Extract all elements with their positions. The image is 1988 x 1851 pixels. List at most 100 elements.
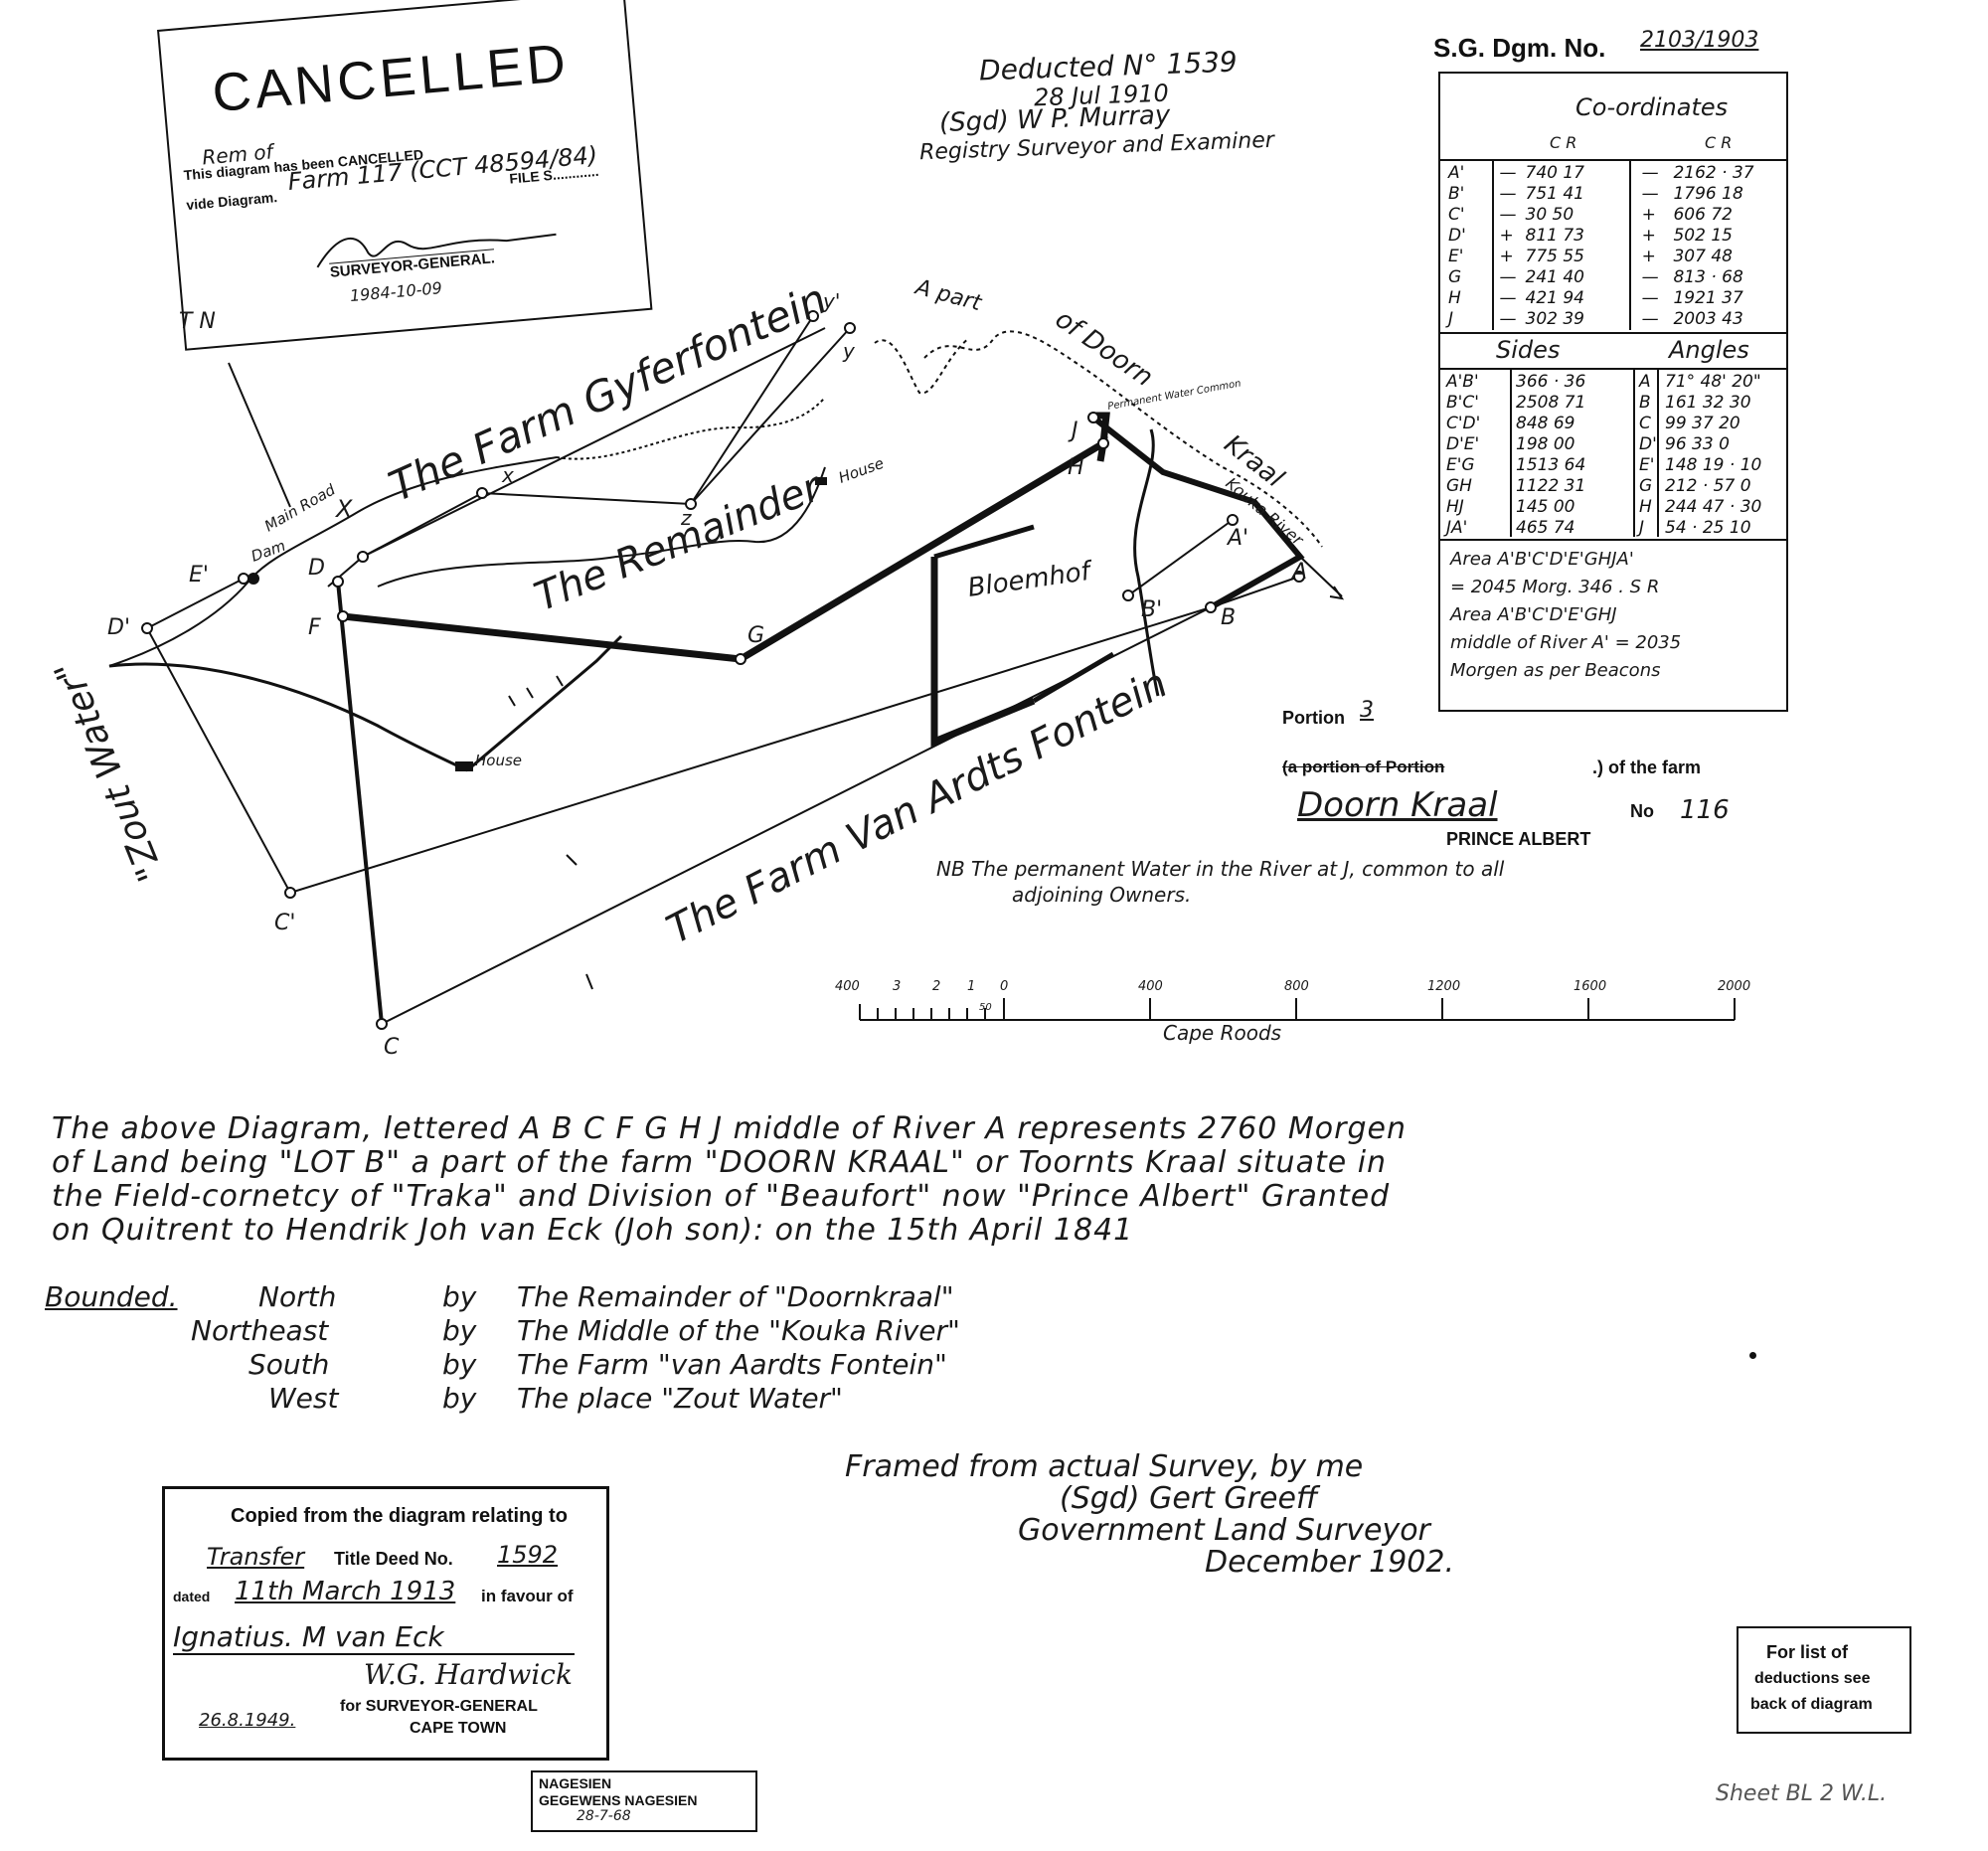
sides-cell-value: 145 00 bbox=[1516, 497, 1575, 517]
coord-cell-s2: — bbox=[1641, 309, 1659, 329]
coord-cell-s2: + bbox=[1641, 247, 1656, 266]
scale-tick-7: 1200 bbox=[1427, 979, 1460, 994]
sides-cell-value: 366 · 36 bbox=[1516, 372, 1586, 392]
sides-cell-value: 1513 64 bbox=[1516, 455, 1586, 475]
coord-col2: C R bbox=[1705, 133, 1733, 152]
label-pt-Ep: E' bbox=[189, 563, 209, 588]
coord-cell-v1: 811 73 bbox=[1525, 226, 1584, 246]
coord-cell-pt: C' bbox=[1448, 205, 1465, 225]
scale-tick-0: 400 bbox=[835, 979, 860, 994]
coord-row: A'—740 17—2162 · 37 bbox=[1444, 163, 1786, 184]
coord-cell-s2: — bbox=[1641, 288, 1659, 308]
coordinates-panel: Co-ordinates C R C R A'—740 17—2162 · 37… bbox=[1438, 72, 1788, 712]
scale-tick-4: 0 bbox=[1000, 979, 1008, 994]
copied-date: 26.8.1949. bbox=[199, 1710, 296, 1731]
label-perm-water: Permanent Water Common bbox=[1107, 379, 1242, 413]
bloemhof-diag bbox=[1127, 519, 1234, 596]
sides-cell-angle: 212 · 57 0 bbox=[1665, 476, 1751, 496]
area-line5: Morgen as per Beacons bbox=[1450, 660, 1661, 681]
boundary-dp-ep bbox=[146, 578, 245, 629]
sides-cell-name: A'B' bbox=[1446, 372, 1479, 392]
footer-note: Sheet BL 2 W.L. bbox=[1716, 1781, 1888, 1806]
b1-by: by bbox=[442, 1280, 477, 1313]
label-pt-C: C bbox=[384, 1035, 400, 1060]
scale-tick-2: 2 bbox=[932, 979, 940, 994]
lot-heavy-lines bbox=[342, 412, 1305, 748]
sides-cell-name: GH bbox=[1446, 476, 1472, 496]
coord-cell-s1: — bbox=[1499, 205, 1517, 225]
coord-cell-s2: — bbox=[1641, 267, 1659, 287]
scale-tick-9: 2000 bbox=[1718, 979, 1750, 994]
scale-bar bbox=[859, 998, 1736, 1021]
coord-cell-v1: 241 40 bbox=[1525, 267, 1584, 287]
nagesien-date: 28-7-68 bbox=[577, 1808, 631, 1824]
sides-vline2 bbox=[1633, 368, 1635, 537]
track-z-y bbox=[690, 315, 814, 505]
house-marker-2 bbox=[815, 477, 827, 485]
area-divider bbox=[1440, 539, 1786, 541]
coord-row: E'+775 55+307 48 bbox=[1444, 247, 1786, 267]
heavy-f-g-h bbox=[342, 436, 1108, 663]
label-of-doorn: of Doorn bbox=[1050, 304, 1158, 393]
of-the-farm: .) of the farm bbox=[1592, 757, 1702, 777]
label-pt-Ap: A' bbox=[1226, 526, 1248, 551]
label-zout: "Zout Water" bbox=[47, 655, 172, 887]
deductions-line1: For list of bbox=[1766, 1642, 1848, 1662]
coord-divider bbox=[1440, 159, 1786, 161]
coord-row: G—241 40—813 · 68 bbox=[1444, 267, 1786, 288]
desc-line4: on Quitrent to Hendrik Joh van Eck (Joh … bbox=[52, 1213, 1134, 1248]
coord-cell-pt: A' bbox=[1448, 163, 1465, 183]
beacon-h bbox=[1097, 437, 1109, 449]
label-pt-J: J bbox=[1068, 419, 1078, 443]
desc-line1: The above Diagram, lettered A B C F G H … bbox=[52, 1111, 1407, 1146]
label-pt-D: D bbox=[308, 556, 325, 581]
copied-title: Copied from the diagram relating to bbox=[231, 1505, 568, 1527]
farm-no-label: No bbox=[1630, 801, 1654, 821]
farm-name: Doorn Kraal bbox=[1297, 785, 1498, 825]
portion-sub: (a portion of Portion bbox=[1282, 757, 1445, 776]
coord-cell-v2: 502 15 bbox=[1673, 226, 1733, 246]
beacon-z bbox=[685, 498, 697, 510]
coord-cell-v2: 606 72 bbox=[1673, 205, 1733, 225]
heavy-river-side bbox=[1091, 415, 1305, 610]
coord-cell-s1: — bbox=[1499, 309, 1517, 329]
beacon-j bbox=[1087, 412, 1099, 423]
sides-cell-angle: 71° 48' 20" bbox=[1665, 372, 1761, 392]
coord-cell-v2: 2162 · 37 bbox=[1673, 163, 1754, 183]
label-bloemhof: Bloemhof bbox=[966, 556, 1096, 602]
scale-tick-5: 400 bbox=[1138, 979, 1163, 994]
coord-row: C' — 30 50 +606 72 bbox=[1444, 205, 1786, 226]
house-marker-1 bbox=[455, 761, 473, 771]
nb-line2: adjoining Owners. bbox=[1012, 883, 1192, 907]
a-part-boundary bbox=[874, 337, 970, 395]
coord-cell-pt: H bbox=[1448, 288, 1461, 308]
dam-marker bbox=[248, 573, 259, 585]
framed-line2: (Sgd) Gert Greeff bbox=[1060, 1481, 1318, 1516]
copied-for-sg: for SURVEYOR-GENERAL bbox=[340, 1698, 538, 1715]
area-line3: Area A'B'C'D'E'GHJ bbox=[1450, 604, 1617, 625]
bloemhof-bottom bbox=[1032, 651, 1115, 704]
coord-cell-s1: — bbox=[1499, 184, 1517, 204]
coord-cell-s2: + bbox=[1641, 226, 1656, 246]
coord-cell-v1: 30 50 bbox=[1525, 205, 1574, 225]
coord-cell-s2: + bbox=[1641, 205, 1656, 225]
sides-cell-pt: B bbox=[1639, 393, 1651, 413]
coord-cell-pt: J bbox=[1448, 309, 1454, 329]
label-pt-Cp: C' bbox=[274, 911, 295, 935]
coord-cell-pt: B' bbox=[1448, 184, 1465, 204]
sides-title: Sides bbox=[1496, 336, 1561, 364]
sides-cell-angle: 148 19 · 10 bbox=[1665, 455, 1762, 475]
framed-line1: Framed from actual Survey, by me bbox=[845, 1449, 1364, 1484]
main-road bbox=[108, 456, 558, 667]
coord-cell-v1: 740 17 bbox=[1525, 163, 1584, 183]
beacon-y bbox=[844, 322, 856, 334]
copied-title-deed: Title Deed No. bbox=[334, 1549, 453, 1569]
sides-cell-angle: 54 · 25 10 bbox=[1665, 518, 1751, 538]
beacon-g bbox=[735, 653, 746, 665]
label-pt-G: G bbox=[747, 623, 764, 648]
track-ticks bbox=[508, 675, 593, 990]
copied-name: Ignatius. M van Eck bbox=[173, 1620, 575, 1655]
sides-cell-pt: H bbox=[1639, 497, 1652, 517]
b3-what: The Farm "van Aardts Fontein" bbox=[517, 1348, 947, 1381]
